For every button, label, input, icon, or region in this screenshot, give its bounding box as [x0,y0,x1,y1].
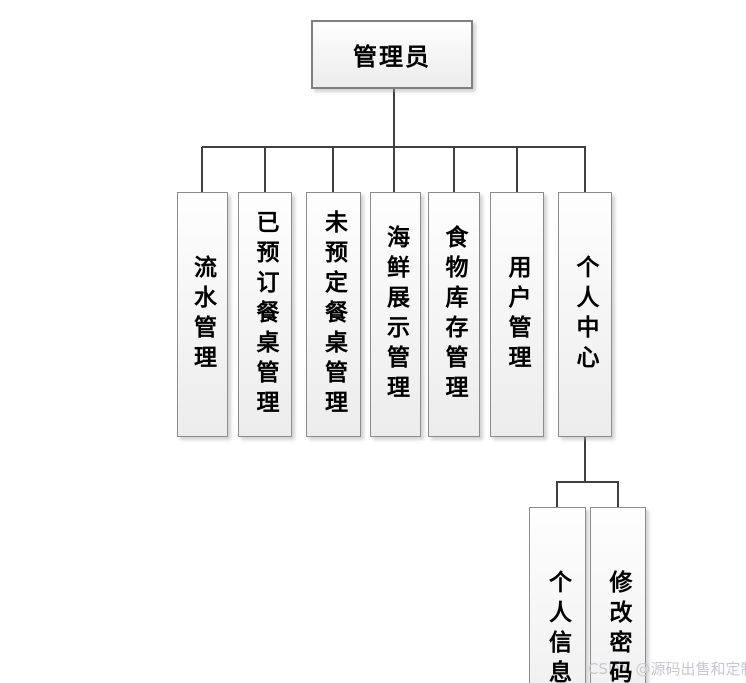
node-user-management: 用户管理 [490,192,544,437]
connector-drop-personal-center [584,147,586,192]
node-personal-info: 个人信息 [529,507,586,683]
node-seafood-display-management: 海鲜展示管理 [370,192,421,437]
node-seafood-display-management-label: 海鲜展示管理 [382,224,409,405]
node-change-password: 修改密码 [590,507,646,683]
connector-drop-personal-info [556,482,558,507]
connector-root-stem [393,89,395,192]
node-flow-management: 流水管理 [177,192,228,437]
node-personal-center: 个人中心 [558,192,612,437]
node-flow-management-label: 流水管理 [189,254,216,375]
node-food-inventory-management: 食物库存管理 [428,192,480,437]
connector-drop-user-management [516,147,518,192]
node-user-management-label: 用户管理 [504,254,530,375]
node-admin-label: 管理员 [353,43,431,71]
node-unbooked-table-management: 未预定餐桌管理 [306,192,361,437]
node-booked-table-management-label: 已预订餐桌管理 [252,209,278,420]
connector-drop-change-password [617,482,619,507]
node-food-inventory-management-label: 食物库存管理 [441,224,467,405]
connector-drop-booked-table [264,147,266,192]
node-change-password-label: 修改密码 [605,569,631,683]
connector-drop-unbooked-table [332,147,334,192]
connector-drop-flow [201,147,203,192]
connector-personal-center-stem [584,437,586,482]
csdn-watermark: CSDN @源码出售和定制 [588,660,746,678]
connector-drop-food-inventory [453,147,455,192]
connector-trunk [202,146,586,148]
node-admin: 管理员 [311,20,473,89]
node-booked-table-management: 已预订餐桌管理 [238,192,292,437]
node-unbooked-table-management-label: 未预定餐桌管理 [320,209,347,420]
connector-personal-center-trunk [556,481,619,483]
node-personal-info-label: 个人信息 [544,569,571,683]
node-personal-center-label: 个人中心 [572,254,598,375]
